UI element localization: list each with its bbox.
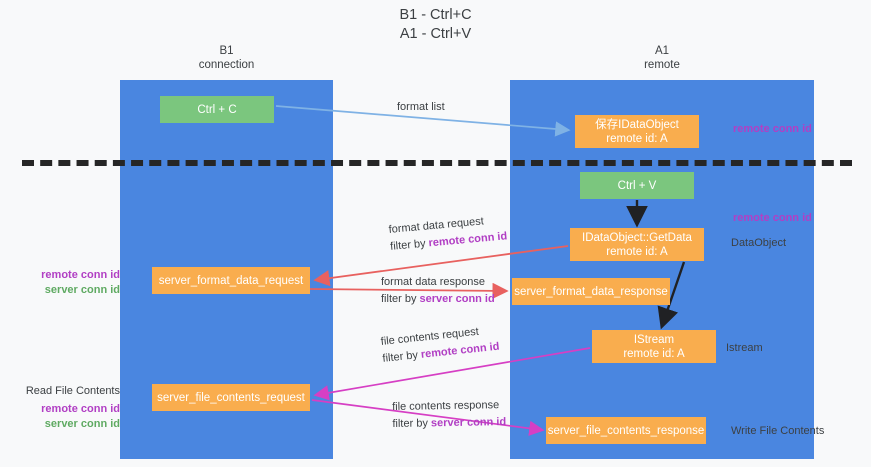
node-server-file-contents-response[interactable]: server_file_contents_response bbox=[546, 417, 706, 444]
node-ctrl-v[interactable]: Ctrl + V bbox=[580, 172, 694, 199]
node-istream-sub: remote id: A bbox=[623, 347, 685, 360]
filter-by-text-1: filter by bbox=[389, 237, 430, 253]
filter-by-text-2: filter by bbox=[381, 293, 420, 305]
server-conn-id-text-1: server conn id bbox=[419, 293, 495, 305]
node-server-file-contents-response-label: server_file_contents_response bbox=[547, 424, 705, 437]
node-save-idataobject-label: 保存IDataObject bbox=[595, 118, 679, 131]
edge-label-file-contents-response: file contents response bbox=[392, 399, 500, 413]
node-istream-label: IStream bbox=[633, 333, 675, 346]
filter-by-text-3: filter by bbox=[381, 348, 422, 365]
right-annotation-remote-conn-id-mid: remote conn id bbox=[733, 212, 812, 224]
edge-label-format-data-request-group: format data request filter by remote con… bbox=[388, 211, 508, 255]
right-annotation-dataobject: DataObject bbox=[731, 237, 787, 249]
left-remote-conn-id-bottom: remote conn id bbox=[41, 403, 120, 415]
node-ctrl-c[interactable]: Ctrl + C bbox=[160, 96, 274, 123]
node-save-idataobject[interactable]: 保存IDataObject remote id: A bbox=[575, 115, 699, 148]
edge-filter-server-conn-id-2: filter by server conn id bbox=[392, 414, 506, 433]
node-server-format-data-response[interactable]: server_format_data_response bbox=[512, 278, 670, 305]
edge-label-format-list: format list bbox=[397, 100, 445, 115]
edge-filter-server-conn-id-1: filter by server conn id bbox=[381, 291, 495, 308]
edge-label-format-data-response-group: format data response filter by server co… bbox=[381, 274, 495, 308]
node-ctrl-c-label: Ctrl + C bbox=[197, 103, 237, 116]
server-conn-id-text-2: server conn id bbox=[430, 416, 507, 430]
right-annotation-remote-conn-id-top: remote conn id bbox=[733, 123, 812, 135]
filter-by-text-4: filter by bbox=[392, 417, 432, 430]
node-getdata-label: IDataObject::GetData bbox=[582, 231, 692, 244]
right-annotation-istream: Istream bbox=[726, 342, 763, 354]
node-istream[interactable]: IStream remote id: A bbox=[592, 330, 716, 363]
lane-header-b1-name: B1 bbox=[219, 45, 234, 57]
lane-header-a1-name: A1 bbox=[654, 45, 670, 57]
left-annotation-conn-ids-bottom: remote conn id server conn id bbox=[20, 402, 120, 432]
left-annotation-read-file-contents: Read File Contents bbox=[25, 385, 120, 397]
phase-divider bbox=[22, 160, 852, 166]
lane-header-a1-role: remote bbox=[644, 59, 680, 71]
title-line-1: B1 - Ctrl+C bbox=[399, 7, 472, 23]
edge-label-format-data-response: format data response bbox=[381, 276, 485, 288]
edge-label-file-contents-request-group: file contents request filter by remote c… bbox=[380, 322, 500, 368]
left-server-conn-id-bottom: server conn id bbox=[44, 418, 120, 430]
right-annotation-write-file-contents: Write File Contents bbox=[731, 425, 825, 437]
node-server-file-contents-request[interactable]: server_file_contents_request bbox=[152, 384, 310, 411]
node-ctrl-v-label: Ctrl + V bbox=[617, 179, 657, 192]
node-server-format-data-response-label: server_format_data_response bbox=[514, 285, 668, 298]
node-server-format-data-request-label: server_format_data_request bbox=[158, 274, 304, 287]
node-server-format-data-request[interactable]: server_format_data_request bbox=[152, 267, 310, 294]
left-remote-conn-id-mid: remote conn id bbox=[41, 269, 120, 281]
title-line-2: A1 - Ctrl+V bbox=[399, 26, 472, 42]
lane-header-b1: B1 connection bbox=[120, 44, 333, 72]
left-annotation-conn-ids-mid: remote conn id server conn id bbox=[20, 268, 120, 298]
diagram-title: B1 - Ctrl+C A1 - Ctrl+V bbox=[0, 6, 871, 44]
node-server-file-contents-request-label: server_file_contents_request bbox=[157, 391, 305, 404]
lane-header-b1-role: connection bbox=[198, 59, 255, 71]
edge-label-file-contents-response-group: file contents response filter by server … bbox=[392, 397, 506, 433]
node-idataobject-getdata[interactable]: IDataObject::GetData remote id: A bbox=[570, 228, 704, 261]
edge-label-format-list-text: format list bbox=[397, 101, 445, 113]
lane-header-a1: A1 remote bbox=[510, 44, 814, 72]
left-server-conn-id-mid: server conn id bbox=[44, 284, 120, 296]
node-save-idataobject-sub: remote id: A bbox=[606, 132, 668, 145]
node-getdata-sub: remote id: A bbox=[606, 245, 668, 258]
